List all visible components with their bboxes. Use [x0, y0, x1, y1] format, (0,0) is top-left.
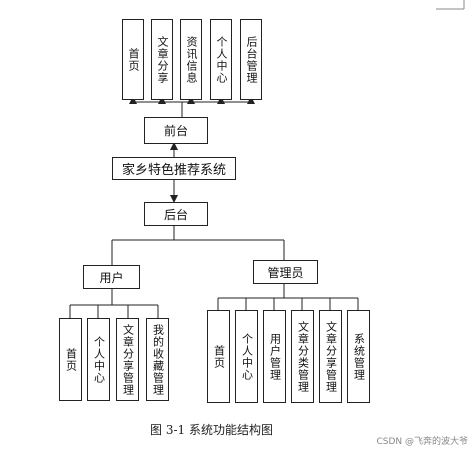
- corner-crop-mark: [436, 0, 465, 10]
- front-module-home: 首页: [122, 19, 144, 100]
- csdn-watermark: CSDN @飞奔的波大爷: [376, 437, 468, 447]
- admin-module-system-mgmt: 系统管理: [347, 310, 370, 403]
- user-role-box: 用户: [83, 265, 140, 289]
- user-module-favorites-mgmt: 我的收藏管理: [146, 318, 169, 401]
- admin-module-article-share-mgmt: 文章分享管理: [319, 310, 342, 403]
- front-end-box: 前台: [144, 117, 208, 144]
- front-module-admin-backend: 后台管理: [240, 19, 262, 100]
- front-module-news-info: 资讯信息: [180, 19, 202, 100]
- user-module-personal-center: 个人中心: [87, 318, 110, 401]
- user-module-home: 首页: [59, 318, 82, 401]
- back-end-box: 后台: [144, 202, 208, 226]
- figure-caption: 图 3-1 系统功能结构图: [150, 423, 273, 437]
- admin-module-home: 首页: [207, 310, 230, 403]
- admin-module-user-mgmt: 用户管理: [263, 310, 286, 403]
- admin-module-personal-center: 个人中心: [235, 310, 258, 403]
- user-module-article-share-mgmt: 文章分享管理: [116, 318, 139, 401]
- front-module-personal-center: 个人中心: [210, 19, 232, 100]
- admin-role-box: 管理员: [253, 260, 318, 284]
- admin-module-article-category-mgmt: 文章分类管理: [291, 310, 314, 403]
- front-module-article-share: 文章分享: [151, 19, 173, 100]
- system-title-box: 家乡特色推荐系统: [112, 157, 236, 180]
